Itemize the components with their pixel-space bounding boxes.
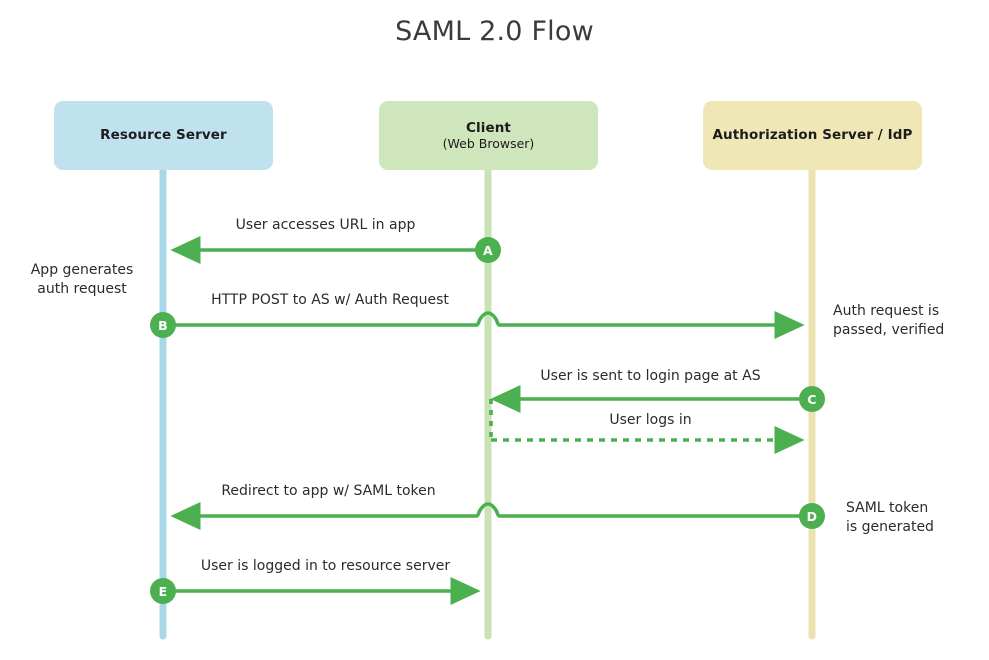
message-arrow-b: [175, 310, 805, 340]
actor-client-title: Client: [466, 119, 511, 136]
step-badge-a[interactable]: A: [475, 237, 501, 263]
message-label-b: HTTP POST to AS w/ Auth Request: [211, 292, 449, 308]
message-label-e: User is logged in to resource server: [200, 558, 451, 574]
note-saml-token-generated: SAML token is generated: [846, 499, 986, 537]
message-label-c: User is sent to login page at AS: [540, 368, 761, 384]
actor-resource-server[interactable]: Resource Server: [54, 101, 273, 170]
note-auth-request-verified: Auth request is passed, verified: [833, 302, 983, 340]
note-line-2: is generated: [846, 518, 934, 535]
message-label-d: Redirect to app w/ SAML token: [221, 483, 436, 499]
note-line-1: SAML token: [846, 500, 929, 516]
note-line-1: Auth request is: [833, 303, 940, 319]
message-arrow-d: [170, 501, 801, 531]
note-line-2: passed, verified: [833, 321, 945, 338]
step-badge-c[interactable]: C: [799, 386, 825, 412]
page-title: SAML 2.0 Flow: [395, 16, 594, 47]
message-label-a: User accesses URL in app: [235, 217, 416, 233]
note-line-2: auth request: [37, 280, 127, 297]
actor-resource-server-title: Resource Server: [100, 127, 227, 144]
actor-authorization-server-title: Authorization Server / IdP: [712, 127, 913, 144]
actor-client-subtitle: (Web Browser): [442, 136, 535, 152]
step-badge-d[interactable]: D: [799, 503, 825, 529]
note-app-generates-auth-request: App generates auth request: [12, 261, 152, 299]
note-line-1: App generates: [30, 262, 134, 278]
step-badge-e[interactable]: E: [150, 578, 176, 604]
actor-authorization-server[interactable]: Authorization Server / IdP: [703, 101, 922, 170]
actor-client[interactable]: Client (Web Browser): [379, 101, 598, 170]
step-badge-b[interactable]: B: [150, 312, 176, 338]
message-label-user-logs-in: User logs in: [609, 412, 692, 428]
